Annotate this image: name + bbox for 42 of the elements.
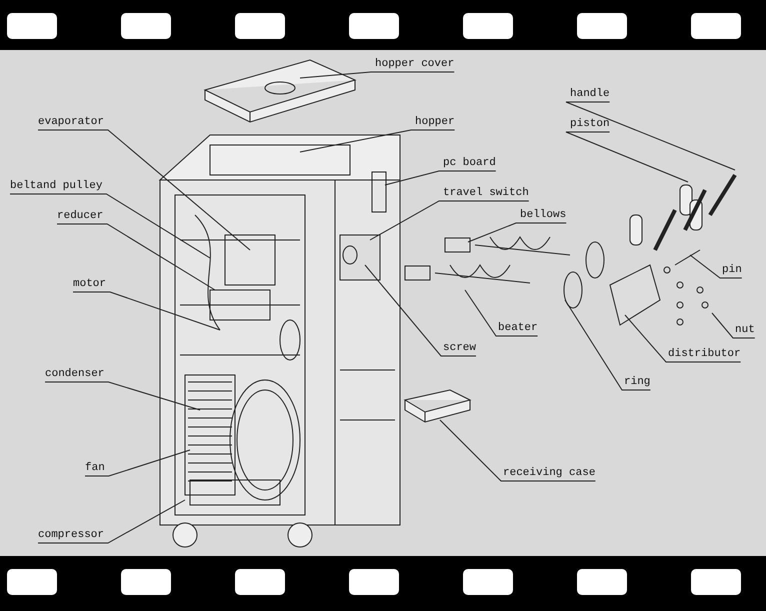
part-label: receiving case	[503, 467, 596, 480]
leader-line	[364, 264, 477, 356]
part-label: piston	[570, 118, 610, 131]
leader-line	[624, 314, 742, 362]
part-label: screw	[443, 342, 476, 355]
leader-line	[712, 312, 756, 338]
part-label: fan	[85, 462, 105, 475]
leader-line	[38, 130, 250, 250]
part-label: travel switch	[443, 187, 529, 200]
part-label: beltand pulley	[10, 180, 102, 193]
leader-line	[56, 224, 216, 290]
part-label: handle	[570, 88, 610, 101]
leader-line	[468, 222, 567, 242]
leader-line	[566, 132, 688, 182]
leader-line	[566, 102, 736, 170]
part-label: ring	[624, 376, 650, 389]
leader-line	[72, 292, 220, 330]
leader-line	[690, 254, 742, 278]
leader-line	[464, 290, 538, 336]
part-label: hopper cover	[375, 58, 454, 71]
part-label: pc board	[443, 157, 496, 170]
leader-line	[370, 200, 530, 240]
leader-line	[84, 450, 190, 476]
leader-line	[300, 130, 456, 152]
leader-line	[10, 194, 210, 258]
part-label: motor	[73, 278, 106, 291]
part-label: reducer	[57, 210, 104, 223]
leader-line	[440, 420, 596, 482]
part-label: evaporator	[38, 116, 104, 129]
part-label: bellows	[520, 209, 566, 222]
leader-line	[384, 170, 496, 186]
part-label: hopper	[415, 116, 455, 129]
leader-line	[44, 382, 200, 410]
part-label: condenser	[45, 368, 104, 381]
leader-line	[300, 72, 455, 78]
part-label: distributor	[668, 348, 741, 361]
part-label: compressor	[38, 529, 104, 542]
part-label: beater	[498, 322, 538, 335]
part-label: pin	[722, 264, 742, 277]
part-label: nut	[735, 324, 755, 337]
leader-line	[38, 500, 186, 544]
leader-line	[564, 300, 651, 390]
